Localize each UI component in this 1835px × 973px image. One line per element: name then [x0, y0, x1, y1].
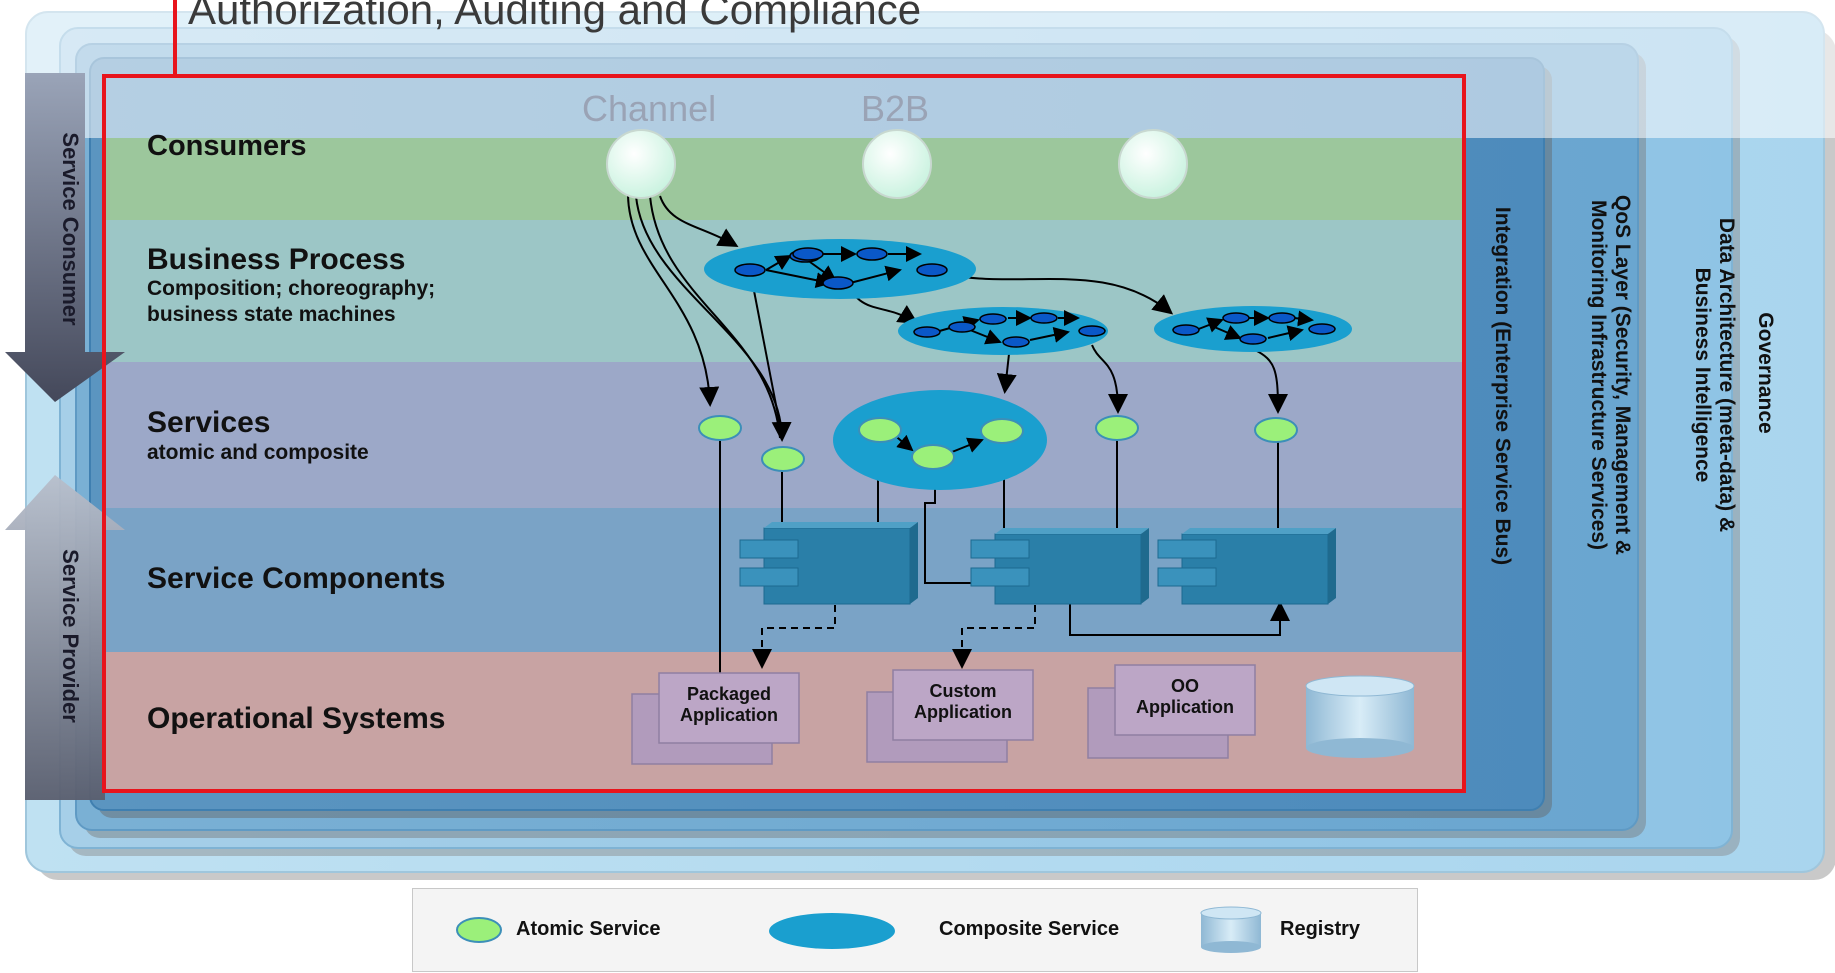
atomic-service [1095, 415, 1139, 441]
data-architecture-line2: Business Intelligence [1691, 267, 1714, 483]
layer-business-process-sub1: Composition; choreography; [147, 277, 436, 300]
qos-layer-line1: QoS Layer (Security, Management & [1611, 194, 1634, 556]
legend-atomic-label: Atomic Service [516, 918, 661, 940]
service-provider-label: Service Provider [58, 549, 83, 723]
layer-business-process: Business Process [147, 243, 406, 276]
atomic-service [761, 446, 805, 472]
app-box [658, 672, 800, 744]
layer-operational-systems: Operational Systems [147, 702, 446, 735]
oo-line1: OO [1170, 676, 1199, 696]
composite-process-3 [1154, 306, 1352, 352]
service-consumer-label: Service Consumer [58, 132, 83, 326]
layer-service-components: Service Components [147, 562, 446, 595]
consumer-node [1118, 129, 1188, 199]
layer-consumers: Consumers [147, 130, 307, 162]
app-box [1114, 664, 1256, 736]
legend: Atomic Service Composite Service Registr… [412, 888, 1418, 972]
consumer-node [606, 129, 676, 199]
legend-composite-icon [769, 913, 895, 949]
legend-registry-icon [1200, 906, 1262, 953]
composite-process-1 [704, 239, 976, 299]
governance-label: Governance [1754, 312, 1777, 434]
composite-service [833, 390, 1047, 490]
qos-layer-label: QoS Layer (Security, Management & Monito… [1586, 165, 1634, 585]
packaged-line1: Packaged [686, 684, 772, 704]
channel-label: Channel [582, 88, 717, 129]
qos-layer-line2: Monitoring Infrastructure Services) [1587, 199, 1610, 551]
custom-line1: Custom [929, 681, 997, 701]
atomic-service [698, 415, 742, 441]
layer-business-process-sub2: business state machines [147, 303, 396, 326]
composite-process-2 [898, 307, 1108, 355]
layer-services-sub: atomic and composite [147, 441, 369, 464]
data-architecture-line1: Data Architecture (meta-data) & [1715, 217, 1738, 533]
component-box [739, 522, 918, 605]
custom-application-label: Custom Application [893, 681, 1033, 723]
atomic-service [980, 418, 1024, 444]
packaged-application-label: Packaged Application [659, 684, 799, 726]
oo-application-label: OO Application [1115, 676, 1255, 718]
oo-line2: Application [1136, 697, 1234, 717]
consumer-node [862, 129, 932, 199]
legend-composite-label: Composite Service [939, 918, 1120, 940]
custom-line2: Application [914, 702, 1012, 722]
component-box [1157, 528, 1336, 605]
layer-services: Services [147, 406, 271, 439]
atomic-service [911, 444, 955, 470]
b2b-label: B2B [861, 88, 930, 129]
app-box [892, 669, 1034, 741]
integration-layer-label: Integration (Enterprise Service Bus) [1491, 206, 1514, 566]
component-box [970, 528, 1149, 605]
legend-registry-label: Registry [1280, 918, 1361, 940]
packaged-line2: Application [680, 705, 778, 725]
registry-cylinder [1305, 675, 1415, 758]
atomic-service [858, 417, 902, 443]
page-title: Authorization, Auditing and Compliance [188, 0, 922, 33]
data-architecture-label: Data Architecture (meta-data) & Business… [1690, 175, 1738, 575]
legend-atomic-icon [456, 917, 502, 943]
atomic-service [1254, 417, 1298, 443]
